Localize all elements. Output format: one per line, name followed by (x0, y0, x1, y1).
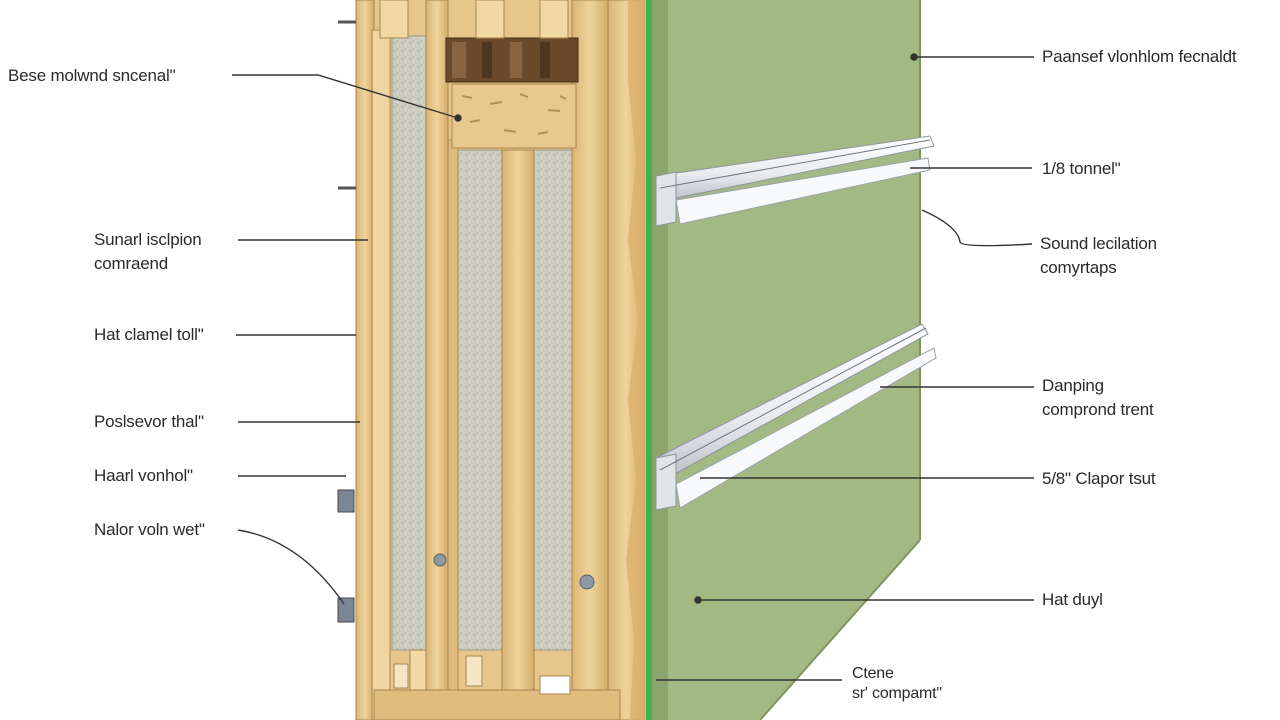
label-damping-line2: comprond trent (1042, 400, 1154, 419)
label-panel: Paansef vlonhlom fecnaldt (1042, 47, 1237, 66)
label-channel: 1/8 tonnel" (1042, 159, 1121, 178)
label-compound: Ctene sr' compamt" (852, 664, 942, 704)
label-sound-isolation-right: Sound lecilation comyrtaps (1040, 232, 1157, 280)
label-sound-isolation-left-line2: comraend (94, 254, 168, 273)
label-resilient-mount: Haarl vonhol" (94, 466, 193, 485)
label-damping-line1: Danping (1042, 376, 1104, 395)
label-hat-drywall: Hat duyl (1042, 590, 1103, 609)
label-base-material: Bese molwnd sncenal" (8, 66, 176, 85)
label-damping: Danping comprond trent (1042, 374, 1154, 422)
label-sound-isolation-left: Sunarl isclpion comraend (94, 228, 202, 276)
resilient-channel-lower (655, 323, 937, 511)
label-sound-isolation-right-line1: Sound lecilation (1040, 234, 1157, 253)
label-sound-isolation-right-line2: comyrtaps (1040, 258, 1117, 277)
fasteners (337, 20, 595, 623)
wood-frame (355, 0, 646, 720)
leader-nail-wood (237, 529, 345, 605)
label-nail-wood: Nalor voln wet" (94, 520, 205, 539)
label-drywall-thickness: 5/8" Clapor tsut (1042, 469, 1156, 488)
label-resilient-channel: Poslsevor thal" (94, 412, 204, 431)
label-hat-channel: Hat clamel toll" (94, 325, 204, 344)
resilient-channel-upper (655, 135, 935, 227)
label-compound-line1: Ctene (852, 665, 894, 682)
leader-lines-right (656, 53, 1034, 681)
label-compound-line2: sr' compamt" (852, 685, 942, 702)
leader-base-material (232, 74, 459, 119)
leader-lines-left (232, 74, 462, 605)
label-sound-isolation-left-line1: Sunarl isclpion (94, 230, 202, 249)
leader-sound-isolation-right (921, 209, 1033, 247)
